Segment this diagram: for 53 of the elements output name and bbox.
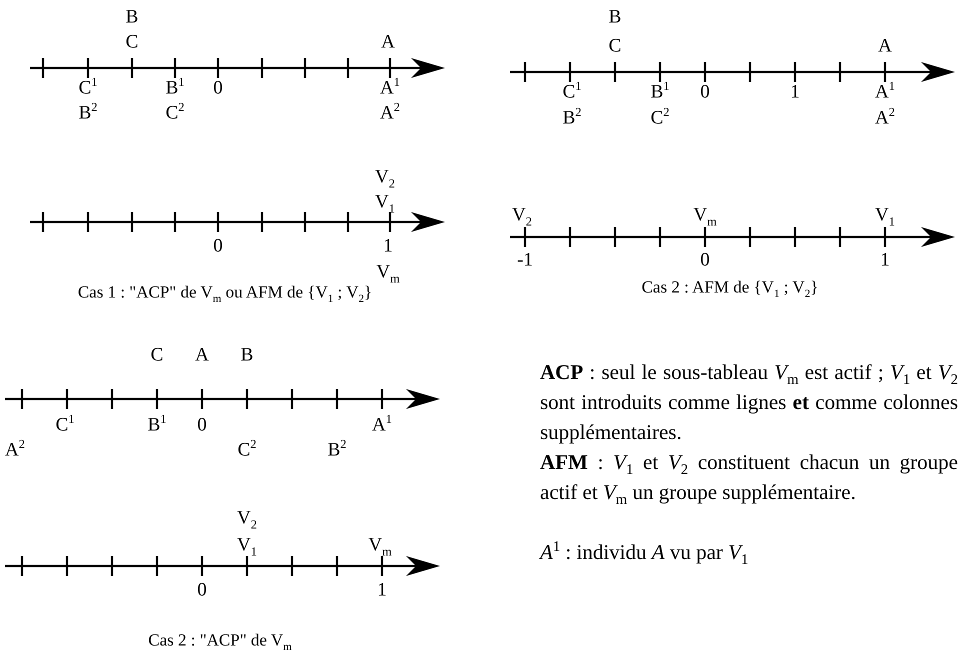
point-label: 0 <box>197 416 207 434</box>
point-label: V$_{m}$ <box>368 536 392 554</box>
point-label: C <box>126 32 138 52</box>
point-label: 0 <box>213 78 223 98</box>
description-text: A$^{1}$ : individu A vu par V$_{1}$ <box>540 538 750 567</box>
point-label: V$_{2}$ <box>375 168 395 186</box>
caption: Cas 2 : AFM de {V$_{1}$ ; V$_{2}$} <box>642 278 818 296</box>
point-label: V$_{1}$ <box>375 192 395 212</box>
point-label: C$^{2}$ <box>238 440 256 460</box>
point-label: V$_{m}$ <box>376 262 400 282</box>
point-label: C <box>608 36 622 56</box>
point-label: B$^{1}$ <box>166 78 184 98</box>
point-label: B <box>240 346 254 364</box>
point-label: 0 <box>700 250 710 270</box>
point-label: B$^{1}$ <box>148 416 166 434</box>
point-label: A$^{1}$ <box>372 416 392 434</box>
point-label: A$^{1}$ <box>380 78 400 98</box>
point-label: B$^{1}$ <box>650 82 670 102</box>
point-label: V$_{2}$ <box>512 206 532 224</box>
point-label: V$_{2}$ <box>237 508 257 528</box>
point-label: C$^{2}$ <box>166 104 184 122</box>
point-label: C <box>150 346 164 364</box>
point-label: B <box>608 8 622 26</box>
point-label: 1 <box>377 580 387 600</box>
point-label: B$^{2}$ <box>328 440 346 460</box>
description-text: ACP : seul le sous-tableau V$_{m}$ est actif ; V$_{1}$ et V$_{2}$ sont introduits comme lignes et comme colonnes supplémentaires. <box>540 359 958 446</box>
point-label: C$^{1}$ <box>56 416 74 434</box>
point-label: A$^{2}$ <box>875 108 895 128</box>
point-label: B <box>126 8 138 26</box>
point-label: 1 <box>880 250 890 270</box>
point-label: A <box>195 346 209 364</box>
point-label: B$^{2}$ <box>562 108 582 128</box>
point-label: 0 <box>700 82 710 102</box>
point-label: 1 <box>383 236 393 256</box>
point-label: C$^{2}$ <box>650 108 670 128</box>
caption: Cas 1 : "ACP" de V$_{m}$ ou AFM de {V$_{1}$ ; V$_{2}$} <box>78 284 372 300</box>
point-label: B$^{2}$ <box>78 104 98 122</box>
point-label: V$_{1}$ <box>237 536 257 554</box>
point-label: V$_{1}$ <box>875 206 895 224</box>
caption: Cas 2 : "ACP" de V$_{m}$ <box>148 632 292 648</box>
point-label: A$^{2}$ <box>380 104 400 122</box>
point-label: A$^{2}$ <box>5 440 25 460</box>
point-label: 0 <box>213 236 223 256</box>
point-label: C$^{1}$ <box>78 78 98 98</box>
description-text: AFM : V$_{1}$ et V$_{2}$ constituent chacun un groupe actif et V$_{m}$ un groupe supplémentaire. <box>540 449 958 507</box>
point-label: 1 <box>790 82 800 102</box>
point-label: -1 <box>517 250 533 270</box>
point-label: V$_{m}$ <box>693 206 717 224</box>
point-label: C$^{1}$ <box>562 82 582 102</box>
point-label: A$^{1}$ <box>875 82 895 102</box>
point-label: A <box>878 36 892 56</box>
point-label: A <box>381 32 395 52</box>
point-label: 0 <box>197 580 207 600</box>
